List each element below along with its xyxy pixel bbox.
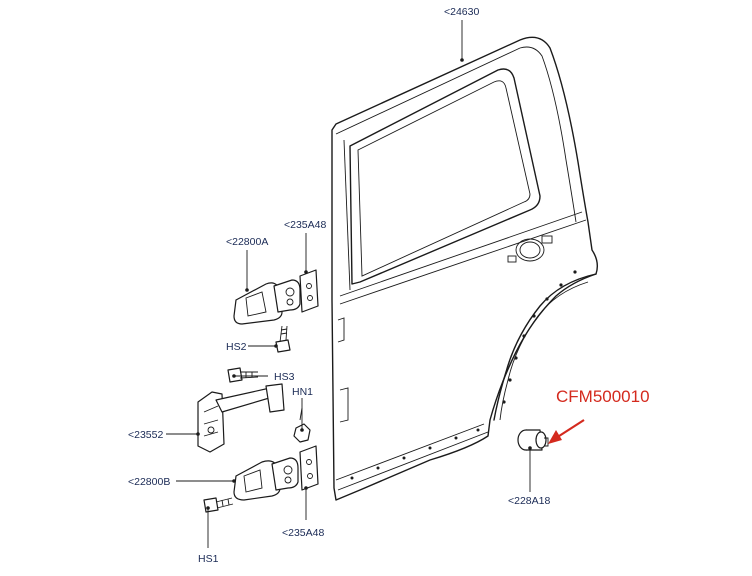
bolt-hs2	[275, 325, 291, 353]
highlight-part-number: CFM500010	[556, 387, 650, 406]
bolt-hs3	[227, 367, 259, 383]
arch-clips	[502, 270, 577, 404]
hinge-lower	[233, 457, 299, 501]
buffer-part	[517, 429, 549, 451]
sill-clips	[350, 428, 480, 480]
highlight-arrow	[548, 419, 585, 444]
label-bolt-hs1: HS1	[198, 553, 219, 565]
label-nut-hn1: HN1	[292, 386, 313, 398]
door-shell	[331, 36, 599, 501]
shim-upper	[299, 269, 319, 313]
label-shim-upper: <235A48	[284, 219, 326, 231]
leader-lines	[166, 20, 532, 548]
shim-lower	[299, 445, 319, 491]
nut-hn1	[293, 407, 311, 443]
label-shim-lower: <235A48	[282, 527, 324, 539]
label-buffer: <228A18	[508, 495, 550, 507]
label-hinge-lower: <22800B	[128, 476, 170, 488]
label-bolt-hs3: HS3	[274, 371, 295, 383]
check-strap	[197, 383, 285, 453]
label-door-shell: <24630	[444, 6, 479, 18]
hinge-upper	[233, 279, 301, 325]
label-check-strap: <23552	[128, 429, 163, 441]
label-bolt-hs2: HS2	[226, 341, 247, 353]
label-hinge-upper: <22800A	[226, 236, 268, 248]
